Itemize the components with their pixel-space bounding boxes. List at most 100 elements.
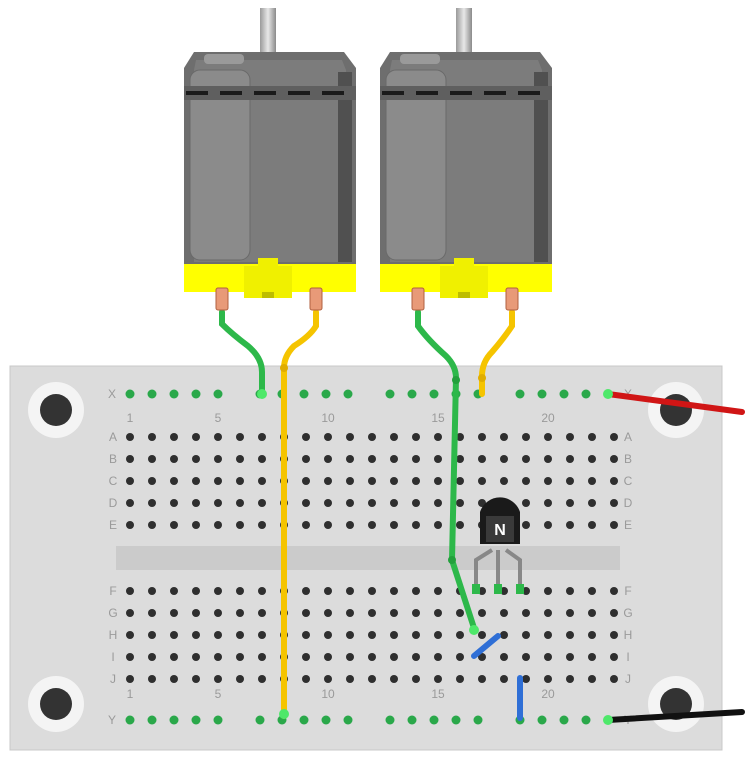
terminal-hole <box>588 609 596 617</box>
terminal-hole <box>258 433 266 441</box>
terminal-hole <box>324 499 332 507</box>
terminal-hole <box>214 477 222 485</box>
terminal-hole <box>456 521 464 529</box>
terminal-hole <box>214 521 222 529</box>
motor-terminal <box>411 287 425 311</box>
terminal-hole <box>544 433 552 441</box>
terminal-hole <box>456 499 464 507</box>
row-label: F <box>624 584 631 598</box>
terminal-hole <box>368 455 376 463</box>
terminal-hole <box>522 499 530 507</box>
terminal-hole <box>412 499 420 507</box>
rail-hole <box>169 715 179 725</box>
rail-hole <box>385 389 395 399</box>
terminal-hole <box>170 609 178 617</box>
row-label: E <box>624 518 632 532</box>
row-label: C <box>624 474 633 488</box>
terminal-hole <box>368 609 376 617</box>
terminal-hole <box>236 499 244 507</box>
terminal-hole <box>390 609 398 617</box>
terminal-hole <box>302 433 310 441</box>
motor2-green-wire <box>415 309 477 631</box>
rail-hole <box>125 389 135 399</box>
terminal-hole <box>346 587 354 595</box>
terminal-hole <box>192 587 200 595</box>
rail-hole <box>429 715 439 725</box>
terminal-hole <box>258 521 266 529</box>
terminal-hole <box>456 477 464 485</box>
terminal-hole <box>544 499 552 507</box>
rail-hole <box>515 389 525 399</box>
terminal-hole <box>412 609 420 617</box>
terminal-hole <box>588 675 596 683</box>
terminal-hole <box>566 433 574 441</box>
center-channel <box>116 546 620 570</box>
terminal-hole <box>214 455 222 463</box>
terminal-hole <box>544 609 552 617</box>
motor-shaft <box>260 8 276 52</box>
column-number: 20 <box>541 687 555 701</box>
rail-hole <box>255 715 265 725</box>
terminal-hole <box>544 455 552 463</box>
terminal-hole <box>170 499 178 507</box>
terminal-hole <box>148 653 156 661</box>
terminal-hole <box>192 433 200 441</box>
terminal-hole <box>544 631 552 639</box>
terminal-hole <box>258 499 266 507</box>
terminal-hole <box>258 609 266 617</box>
terminal-hole <box>478 433 486 441</box>
terminal-hole <box>126 499 134 507</box>
terminal-hole <box>412 521 420 529</box>
motor2-yellow-wire <box>479 309 515 397</box>
terminal-hole <box>434 477 442 485</box>
terminal-hole <box>434 455 442 463</box>
terminal-hole <box>456 675 464 683</box>
terminal-hole <box>192 631 200 639</box>
terminal-hole <box>368 477 376 485</box>
terminal-hole <box>368 433 376 441</box>
black-ground-wire <box>605 709 745 723</box>
terminal-hole <box>566 455 574 463</box>
terminal-hole <box>170 477 178 485</box>
terminal-hole <box>434 609 442 617</box>
terminal-hole <box>324 433 332 441</box>
terminal-hole <box>214 609 222 617</box>
terminal-hole <box>258 477 266 485</box>
mounting-hole-bottom-right <box>648 676 704 732</box>
rail-hole <box>191 715 201 725</box>
rail-hole <box>559 715 569 725</box>
motor1-green-wire <box>219 309 265 397</box>
terminal-hole <box>236 653 244 661</box>
terminal-hole <box>148 587 156 595</box>
mounting-hole-top-right <box>648 382 704 438</box>
terminal-hole <box>324 477 332 485</box>
row-label: I <box>111 650 114 664</box>
terminal-hole <box>478 653 486 661</box>
terminal-hole <box>302 631 310 639</box>
terminal-hole <box>412 587 420 595</box>
row-label: J <box>625 672 631 686</box>
terminal-hole <box>478 675 486 683</box>
terminal-hole <box>566 587 574 595</box>
terminal-hole <box>588 433 596 441</box>
terminal-hole <box>302 477 310 485</box>
terminal-hole <box>390 631 398 639</box>
terminal-hole <box>346 455 354 463</box>
terminal-hole <box>434 631 442 639</box>
terminal-hole <box>588 521 596 529</box>
column-number: 15 <box>431 411 445 425</box>
terminal-hole <box>500 455 508 463</box>
terminal-hole <box>412 631 420 639</box>
rail-hole <box>385 715 395 725</box>
row-label: B <box>109 452 117 466</box>
terminal-hole <box>500 609 508 617</box>
mounting-hole-top-left <box>28 382 84 438</box>
terminal-hole <box>126 631 134 639</box>
terminal-hole <box>214 499 222 507</box>
wires <box>219 309 515 719</box>
terminal-hole <box>588 477 596 485</box>
terminal-hole <box>412 477 420 485</box>
terminal-hole <box>236 609 244 617</box>
terminal-hole <box>610 521 618 529</box>
rail-hole <box>169 389 179 399</box>
